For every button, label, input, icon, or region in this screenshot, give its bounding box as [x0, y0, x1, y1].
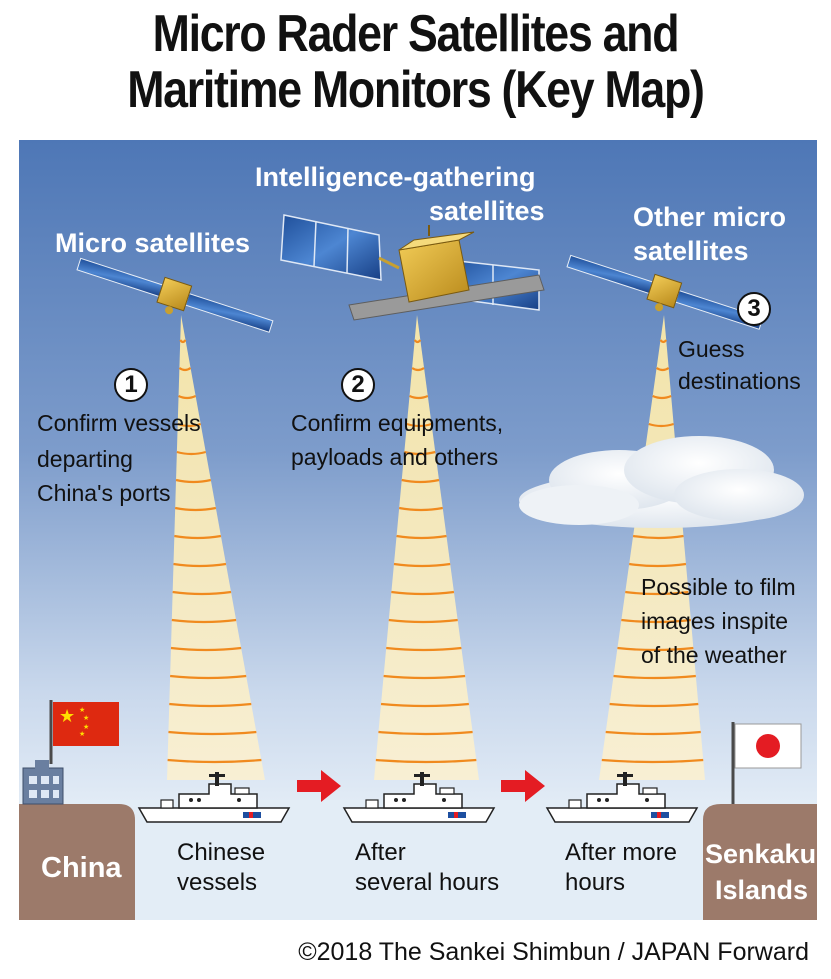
beam-scan-line: [601, 758, 704, 764]
ship-icon: [545, 772, 699, 823]
beam-scan-line: [167, 758, 262, 764]
beam-scan-line: [411, 367, 425, 372]
label-chinese-vessels-1: Chinese: [177, 839, 266, 866]
svg-text:★: ★: [79, 706, 85, 714]
label-after-several-1: After: [355, 839, 406, 866]
beam-scan-line: [406, 422, 432, 428]
label-senkaku-2: Islands: [715, 875, 809, 905]
beam-scan-line: [621, 618, 692, 624]
beam-1: [167, 315, 265, 780]
beam-scan-line: [629, 562, 687, 568]
beam-scan-line: [398, 506, 443, 512]
beam-scan-line: [170, 646, 242, 652]
beam-scan-line: [396, 534, 447, 540]
beam-scan-line: [383, 674, 466, 680]
beam-scan-line: [380, 702, 469, 708]
copyright-credit: ©2018 The Sankei Shimbun / JAPAN Forward: [298, 938, 809, 966]
title-line-1: Micro Rader Satellites and: [152, 5, 680, 63]
beam-scan-line: [174, 534, 222, 540]
step-number-2: 2: [341, 368, 375, 402]
ship-icon: [342, 772, 496, 823]
beam-2: [374, 315, 479, 780]
weather-note-line-1: Possible to film: [641, 574, 796, 600]
beam-scan-line: [655, 367, 670, 372]
beam-scan-line: [617, 646, 694, 652]
beam-scan-line: [173, 562, 227, 568]
title-line-2: Maritime Monitors (Key Map): [127, 61, 705, 119]
satellite-icon: [280, 214, 545, 321]
beam-scan-line: [652, 394, 672, 400]
building-icon: [22, 760, 64, 805]
arrow-right-icon: [297, 770, 341, 802]
weather-note-line-2: images inspite: [641, 608, 789, 634]
beam-scan-line: [175, 478, 212, 484]
senkaku-land: [703, 804, 817, 920]
beam-scan-line: [625, 590, 689, 596]
beam-scan-line: [170, 674, 247, 680]
step-2-line-1: Confirm equipments,: [291, 410, 504, 436]
label-micro-satellites: Micro satellites: [55, 228, 251, 258]
svg-text:★: ★: [83, 714, 89, 722]
scene-illustration: ★ ★ ★ ★ ★: [19, 140, 817, 920]
beam-scan-line: [609, 702, 699, 708]
beam-scan-line: [176, 450, 207, 456]
label-intel-satellites-1: Intelligence-gathering: [255, 162, 536, 192]
beam-scan-line: [177, 422, 202, 428]
china-flag-icon: ★ ★ ★ ★ ★: [49, 700, 119, 764]
step-3-line-1: Guess: [678, 336, 745, 362]
step-number-3: 3: [737, 292, 771, 326]
beam-scan-line: [178, 367, 192, 372]
label-chinese-vessels-2: vessels: [177, 869, 258, 896]
beam-scan-line: [168, 730, 257, 736]
beam-scan-line: [172, 590, 232, 596]
beam-scan-line: [171, 618, 237, 624]
label-intel-satellites-2: satellites: [429, 196, 545, 226]
satellite-icon: [76, 257, 274, 333]
beam-scan-line: [409, 394, 429, 400]
step-number-1: 1: [114, 368, 148, 402]
beam-scan-line: [179, 339, 187, 344]
step-3-line-2: destinations: [678, 368, 801, 394]
label-senkaku-1: Senkaku: [705, 839, 817, 869]
beam-3: [599, 315, 705, 780]
beam-scan-line: [169, 702, 252, 708]
china-land: [19, 804, 135, 920]
ship-icon: [137, 772, 291, 823]
beam-scan-line: [648, 422, 674, 428]
step-2-line-2: payloads and others: [291, 444, 499, 470]
svg-text:★: ★: [79, 730, 85, 738]
beam-scan-line: [401, 478, 440, 484]
beam-scan-line: [174, 506, 217, 512]
svg-text:★: ★: [83, 723, 89, 731]
label-china: China: [41, 852, 122, 884]
label-other-satellites-1: Other micro: [633, 202, 787, 232]
step-1-line-2: departing: [37, 446, 133, 472]
label-after-several-2: several hours: [355, 869, 500, 896]
beam-scan-line: [378, 730, 473, 736]
label-other-satellites-2: satellites: [633, 236, 749, 266]
beam-scan-line: [613, 674, 696, 680]
beam-scan-line: [178, 394, 197, 400]
label-after-more-1: After more: [565, 839, 678, 866]
beam-scan-line: [388, 618, 458, 624]
beam-scan-line: [659, 339, 668, 344]
cloud-icon: [519, 436, 804, 528]
beam-scan-line: [391, 590, 455, 596]
svg-text:★: ★: [59, 706, 75, 727]
weather-note-line-3: of the weather: [641, 642, 787, 668]
step-1-line-1: Confirm vessels: [37, 410, 201, 436]
label-after-more-2: hours: [565, 869, 626, 896]
beam-scan-line: [404, 450, 436, 456]
page-title: Micro Rader Satellites and Maritime Moni…: [58, 6, 773, 118]
arrow-right-icon: [501, 770, 545, 802]
japan-flag-icon: [731, 722, 802, 804]
beam-scan-line: [375, 758, 477, 764]
step-1-line-3: China's ports: [37, 480, 171, 506]
key-map-scene: ★ ★ ★ ★ ★ Micro satellites Intelligence-…: [19, 140, 817, 920]
beam-scan-line: [413, 339, 422, 344]
beam-scan-line: [605, 730, 701, 736]
beam-scan-line: [386, 646, 462, 652]
beam-scan-line: [393, 562, 451, 568]
beam-scan-line: [632, 534, 684, 540]
